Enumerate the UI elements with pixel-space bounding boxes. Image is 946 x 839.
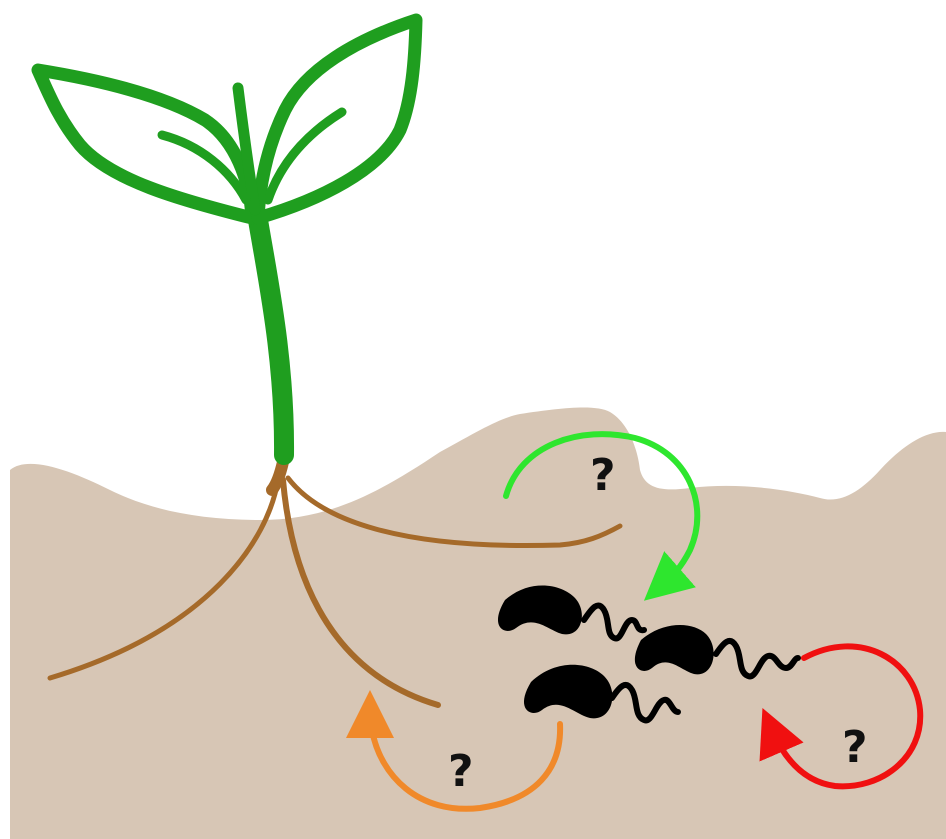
red-arrow-question: ? xyxy=(842,722,868,773)
left-leaf xyxy=(38,70,252,218)
stem xyxy=(258,220,284,455)
orange-arrow-question: ? xyxy=(448,746,474,797)
seedling-icon xyxy=(38,20,416,455)
green-arrow-question: ? xyxy=(590,450,616,501)
